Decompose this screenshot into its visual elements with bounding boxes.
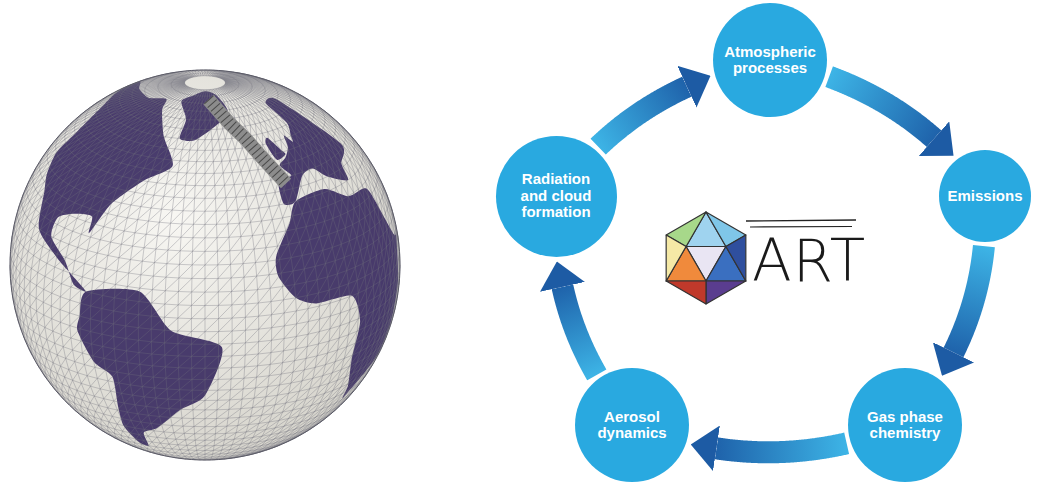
cell-column-strip — [209, 100, 287, 184]
process-circle: Gas phase chemistry — [848, 368, 962, 482]
logo-face — [666, 235, 686, 281]
logo-stroke — [750, 226, 852, 228]
globe-sphere — [10, 70, 400, 460]
process-circle: Atmospheric processes — [713, 3, 827, 117]
process-label: Aerosol dynamics — [584, 409, 680, 442]
process-label: Emissions — [947, 188, 1022, 205]
icosahedron-logo — [666, 212, 746, 304]
process-circle: Aerosol dynamics — [575, 368, 689, 482]
cycle-arrow — [598, 87, 687, 147]
cycle-arrow — [954, 246, 984, 352]
process-circle: Emissions — [939, 150, 1031, 242]
continent — [276, 188, 398, 398]
process-label: Gas phase chemistry — [857, 409, 953, 442]
globe-outline — [10, 70, 400, 460]
logo-face — [706, 281, 746, 304]
cell-column-strip — [209, 100, 287, 184]
cycle-arrow — [716, 443, 846, 452]
logo-stroke — [746, 220, 856, 221]
logo-face — [666, 281, 706, 304]
logo-face — [726, 235, 746, 281]
process-label: Radiation and cloud formation — [508, 171, 604, 221]
process-label: Atmospheric processes — [722, 44, 818, 77]
triangular-mesh — [10, 70, 400, 460]
process-circle: Radiation and cloud formation — [496, 136, 617, 257]
globe-grid — [10, 70, 400, 460]
cycle-arrow — [562, 287, 596, 375]
cycle-arrow — [829, 77, 934, 139]
logo-text: ART — [752, 232, 866, 290]
